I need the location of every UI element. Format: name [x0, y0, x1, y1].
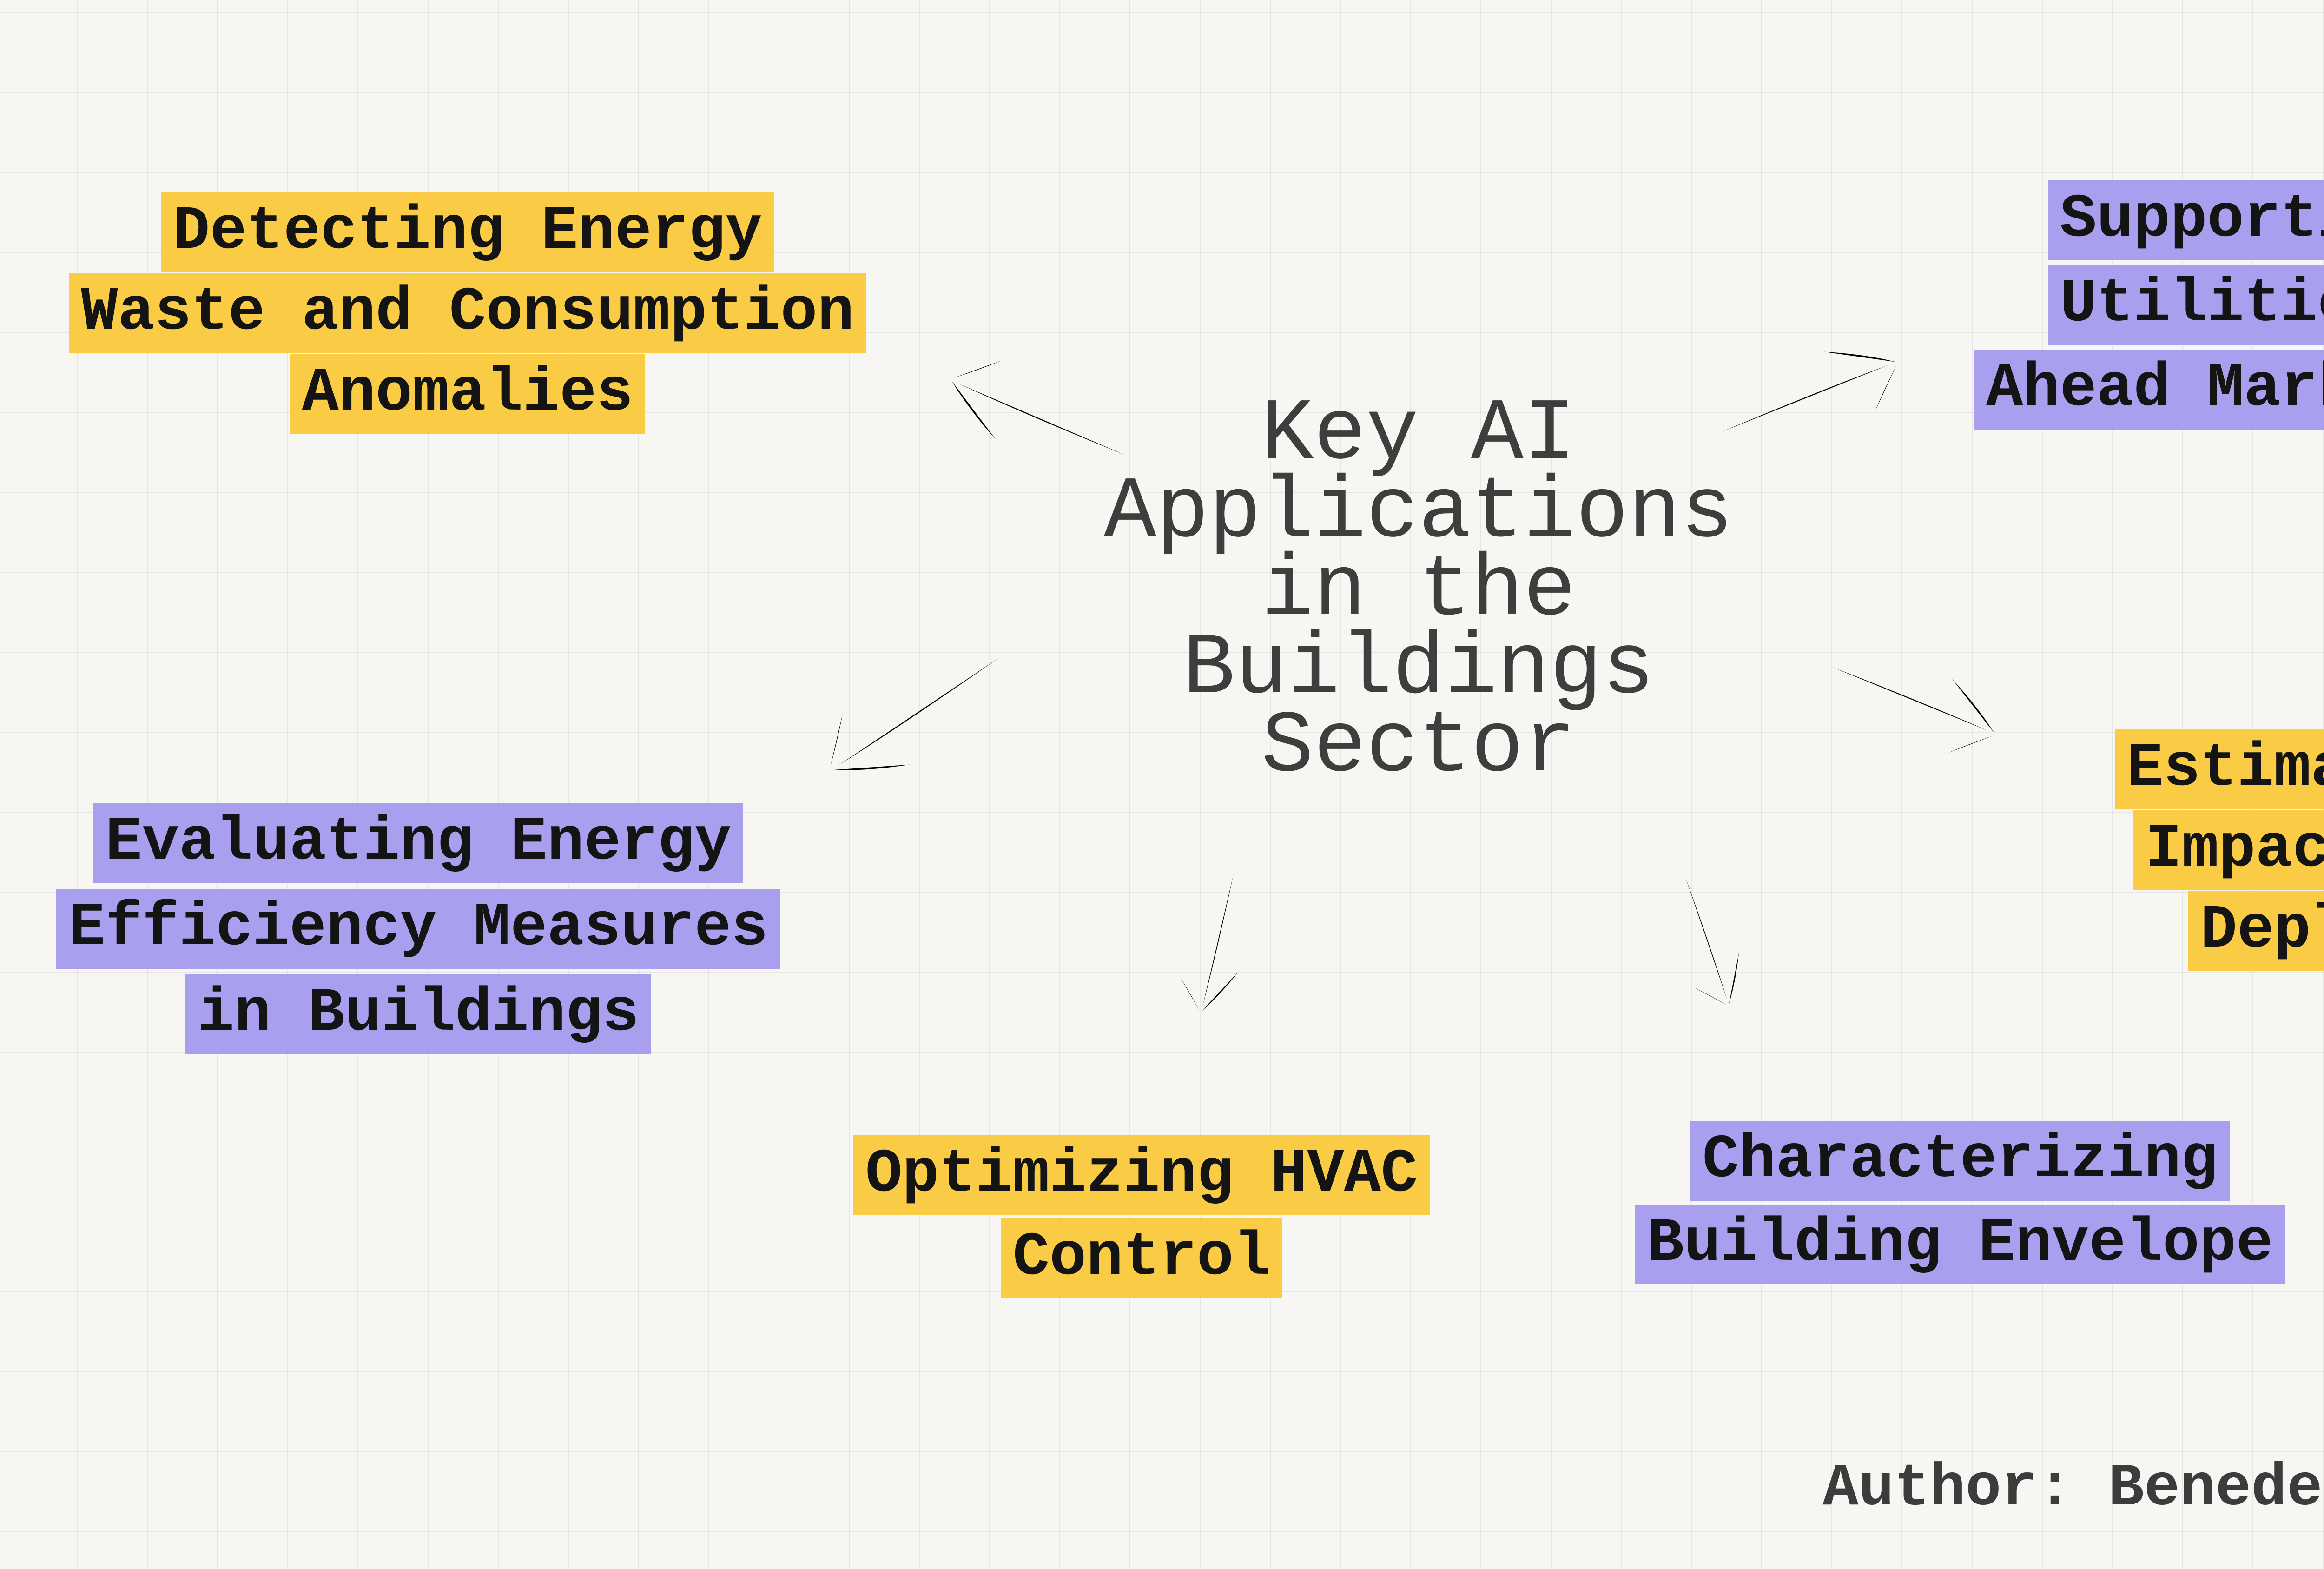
title-line: Applications — [1104, 463, 1733, 563]
arrow-to-characterizing-node-icon — [1662, 867, 1753, 1013]
node-line: Detecting Energy — [161, 192, 774, 272]
node-line: Building Envelope — [1635, 1205, 2285, 1284]
node-line: Anomalies — [290, 354, 646, 434]
arrow-to-supporting-node-icon — [1707, 330, 1909, 463]
author-credit: Author: Benedetto Grillone — [1822, 1455, 2324, 1523]
node-estimating-dsf-impact: Estimating the Impact of DSF Deployment — [1920, 729, 2324, 972]
node-line: Impact of DSF — [2133, 810, 2324, 890]
node-line: Waste and Consumption — [69, 273, 866, 353]
node-line: Control — [1000, 1218, 1283, 1298]
node-line: in Buildings — [185, 974, 652, 1054]
arrow-to-evaluating-node-icon — [809, 627, 1023, 801]
arrow-to-detecting-node-icon — [937, 344, 1141, 493]
node-line: Utilities in Day- — [2047, 265, 2324, 345]
node-supporting-energy-utilities: Supporting Energy Utilities in Day- Ahea… — [1908, 178, 2324, 432]
node-optimizing-hvac-control: Optimizing HVAC Control — [677, 1133, 1606, 1300]
page-title: Key AI Applications in the Buildings Sec… — [1047, 385, 1790, 797]
node-line: Estimating the — [2114, 729, 2324, 809]
title-line: in the — [1261, 542, 1576, 641]
title-line: Buildings — [1182, 620, 1655, 719]
node-line: Ahead Market Planning — [1974, 350, 2324, 430]
node-line: Optimizing HVAC — [853, 1135, 1430, 1215]
node-line: Evaluating Energy — [93, 803, 744, 883]
node-line: Deployment — [2188, 891, 2324, 971]
node-line: Supporting Energy — [2047, 180, 2324, 260]
node-characterizing-building-envelope: Characterizing Building Envelope — [1495, 1119, 2324, 1286]
title-line: Key AI — [1261, 385, 1576, 484]
node-evaluating-energy-efficiency: Evaluating Energy Efficiency Measures in… — [0, 801, 883, 1057]
node-line: Characterizing — [1690, 1121, 2230, 1201]
node-detecting-energy-waste-anomalies: Detecting Energy Waste and Consumption A… — [3, 192, 932, 435]
arrow-to-hvac-node-icon — [1173, 867, 1263, 1018]
node-line: Efficiency Measures — [56, 889, 780, 969]
title-line: Sector — [1261, 698, 1576, 797]
